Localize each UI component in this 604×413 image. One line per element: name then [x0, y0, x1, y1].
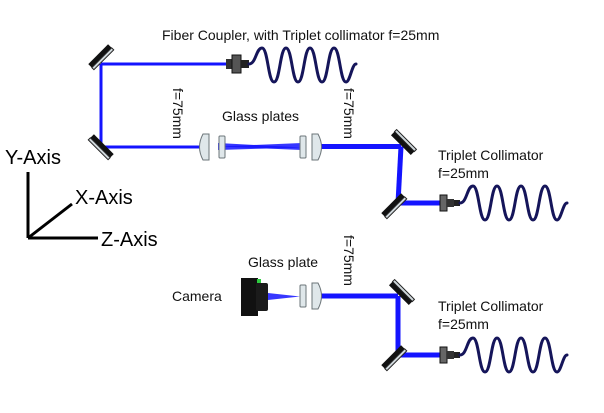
collimator-connector	[454, 200, 460, 206]
coupler-connector	[241, 60, 249, 68]
glass-plate-left	[218, 135, 226, 159]
glass-plates-label: Glass plates	[222, 108, 299, 124]
beam-right-vertical	[395, 146, 404, 204]
mirror-bottom-top	[388, 278, 416, 306]
focal-length-right-label: f=75mm	[341, 88, 357, 139]
mirror-right-lower	[381, 193, 408, 220]
glass-plate-right	[299, 135, 307, 159]
camera	[241, 278, 268, 316]
glass-plate-bottom	[299, 284, 307, 308]
mirror-surface	[87, 137, 111, 161]
mirror-surface	[391, 278, 416, 303]
beam-focus-right	[218, 143, 302, 150]
mirror-mid-right	[390, 128, 418, 156]
focal-length-bottom-label: f=75mm	[341, 235, 357, 286]
mirror-backing	[381, 193, 405, 217]
mirror-top-left	[88, 44, 115, 71]
fiber-coupler-label: Fiber Coupler, with Triplet collimator f…	[162, 27, 439, 43]
lens-group-bottom	[299, 282, 322, 310]
triplet-collimator-2	[439, 336, 569, 374]
fiber-coil-top	[247, 46, 358, 84]
collimator-body	[447, 199, 454, 207]
triplet-collimator-1-label: Triplet Collimator	[438, 147, 544, 163]
collimator-housing	[439, 346, 448, 364]
camera-body	[241, 278, 258, 316]
mirror-surface	[384, 196, 408, 220]
mirror-backing	[388, 281, 413, 306]
mirror-bottom-lower	[381, 345, 408, 372]
coupler-body	[226, 59, 232, 69]
camera-sensor-indicator	[257, 279, 261, 283]
z-axis-label: Z-Axis	[101, 229, 158, 251]
fiber-coil-1	[458, 184, 569, 222]
lens-right-1	[311, 133, 322, 161]
mirror-mid-left	[87, 134, 114, 161]
mirror-backing	[390, 131, 415, 156]
triplet-collimator-1-focal: f=25mm	[438, 165, 489, 181]
lens-left-1	[199, 133, 210, 161]
mirror-surface	[91, 47, 115, 71]
fiber-coil-2	[458, 336, 569, 374]
x-axis-line	[27, 202, 73, 240]
mirror-surface	[384, 348, 408, 372]
glass-plate-label: Glass plate	[248, 254, 318, 270]
lens-bottom	[311, 282, 322, 310]
mirror-backing	[88, 44, 112, 68]
mirror-backing	[381, 345, 405, 369]
coordinate-axes: Y-Axis X-Axis Z-Axis	[5, 147, 158, 251]
fiber-coupler-top	[226, 46, 358, 84]
coupler-collimator	[231, 54, 242, 74]
lens-group-left	[199, 133, 226, 161]
focal-length-left-label: f=75mm	[170, 88, 186, 139]
triplet-collimator-2-focal: f=25mm	[438, 316, 489, 332]
beam-focus-camera	[268, 293, 300, 300]
camera-lens	[256, 283, 268, 311]
x-axis-label: X-Axis	[75, 187, 133, 209]
y-axis-label: Y-Axis	[5, 147, 61, 169]
mirror-backing	[90, 134, 114, 158]
triplet-collimator-1	[439, 184, 569, 222]
camera-label: Camera	[172, 288, 222, 304]
triplet-collimator-2-label: Triplet Collimator	[438, 298, 544, 314]
mirror-surface	[393, 128, 418, 153]
lens-group-right	[299, 133, 322, 161]
collimator-body	[447, 351, 454, 359]
laser-beams	[99, 62, 446, 358]
collimator-housing	[439, 194, 448, 212]
collimator-connector	[454, 352, 460, 358]
